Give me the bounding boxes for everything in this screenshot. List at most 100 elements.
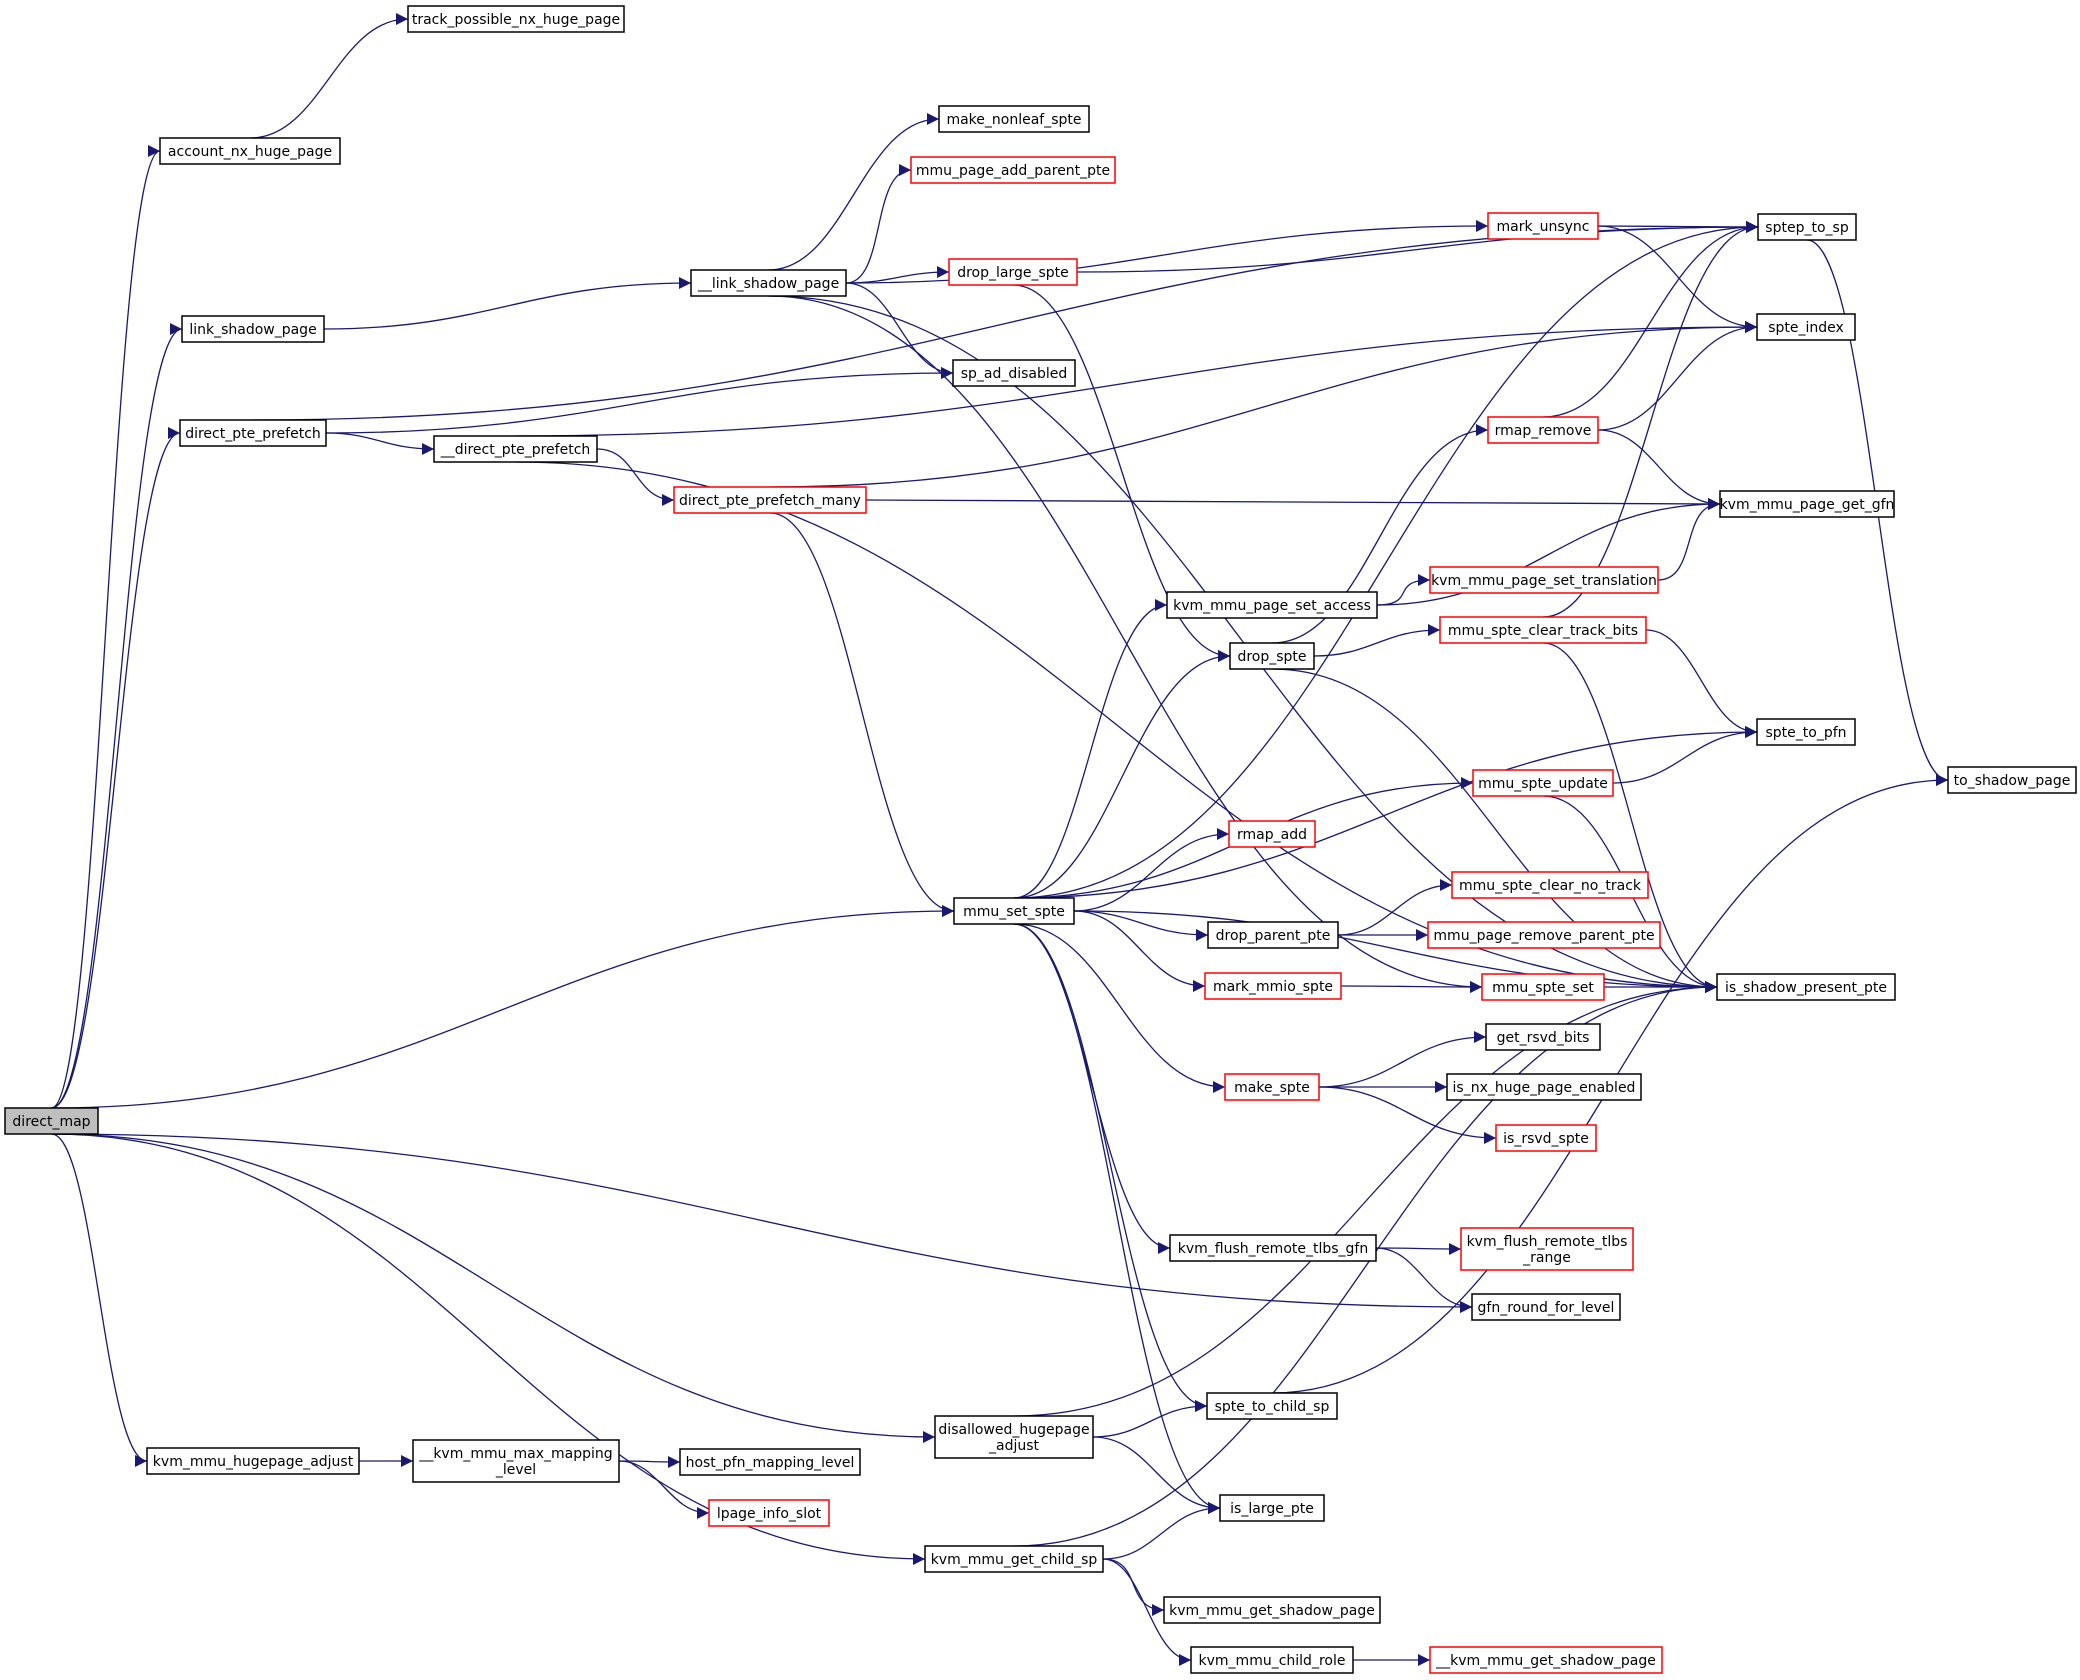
node-mmu-spte-clear-track-bits[interactable]: mmu_spte_clear_track_bits <box>1439 616 1647 644</box>
node-box <box>1757 213 1857 241</box>
node-mark-mmio-spte[interactable]: mark_mmio_spte <box>1204 972 1342 1000</box>
node-box <box>1495 1124 1597 1152</box>
node-direct-pte-prefetch-many[interactable]: direct_pte_prefetch_many <box>673 486 867 514</box>
node-label: _range <box>1522 1250 1571 1266</box>
edge-mmu-set-spte-to-is-shadow-present-pte <box>1073 910 1718 993</box>
node-sptep-to-sp[interactable]: sptep_to_sp <box>1757 213 1857 241</box>
node-drop-parent-pte[interactable]: drop_parent_pte <box>1207 921 1339 949</box>
node-host-pfn-mapping-level[interactable]: host_pfn_mapping_level <box>679 1448 861 1476</box>
node-sp-ad-disabled[interactable]: sp_ad_disabled <box>952 359 1076 387</box>
node-box <box>4 1107 99 1135</box>
node-box <box>1481 973 1605 1001</box>
edge-link-shadow-page-to-mmu-spte-set <box>768 295 1483 993</box>
node-label: track_possible_nx_huge_page <box>412 12 620 28</box>
edge-rmap-remove-to-spte-index <box>1597 321 1758 431</box>
node-box <box>146 1447 360 1475</box>
node-is-nx-huge-page-enabled[interactable]: is_nx_huge_page_enabled <box>1446 1073 1642 1101</box>
node-box <box>952 359 1076 387</box>
node-box <box>1487 416 1599 444</box>
node-label: kvm_flush_remote_tlbs_gfn <box>1178 1241 1369 1257</box>
node-kvm-mmu-max-mapping-level[interactable]: __kvm_mmu_max_mapping_level <box>412 1439 620 1483</box>
edge-mmu-spte-clear-track-bits-to-spte-to-pfn <box>1645 629 1758 738</box>
node-rmap-add[interactable]: rmap_add <box>1228 820 1316 848</box>
node-mmu-page-remove-parent-pte[interactable]: mmu_page_remove_parent_pte <box>1427 921 1661 949</box>
edge-kvm-mmu-get-child-sp-to-is-shadow-present-pte <box>1013 981 1718 1547</box>
node-box <box>1224 1073 1320 1101</box>
edge-link-shadow-page-to-drop-large-spte <box>845 266 950 284</box>
edge-direct-pte-prefetch-many-to-mmu-set-spte <box>769 512 955 917</box>
node-spte-to-child-sp[interactable]: spte_to_child_sp <box>1206 1392 1338 1420</box>
node-drop-spte[interactable]: drop_spte <box>1229 642 1315 670</box>
node-to-shadow-page[interactable]: to_shadow_page <box>1947 766 2077 794</box>
node-label: is_shadow_present_pte <box>1725 980 1887 996</box>
node-label: spte_to_child_sp <box>1215 1399 1330 1415</box>
node-spte-index[interactable]: spte_index <box>1756 313 1856 341</box>
node-label: direct_pte_prefetch_many <box>679 493 861 509</box>
node-direct-map[interactable]: direct_map <box>4 1107 99 1135</box>
node-account-nx-huge-page[interactable]: account_nx_huge_page <box>159 137 341 165</box>
node-kvm-mmu-get-shadow-page[interactable]: __kvm_mmu_get_shadow_page <box>1429 1646 1663 1674</box>
node-make-spte[interactable]: make_spte <box>1224 1073 1320 1101</box>
node-rmap-remove[interactable]: rmap_remove <box>1487 416 1599 444</box>
node-box <box>673 486 867 514</box>
node-kvm-mmu-hugepage-adjust[interactable]: kvm_mmu_hugepage_adjust <box>146 1447 360 1475</box>
node-box <box>1228 820 1316 848</box>
edge-kvm-flush-remote-tlbs-gfn-to-kvm-flush-remote-tlbs-range <box>1375 1242 1462 1255</box>
edge-drop-spte-to-rmap-remove <box>1271 424 1489 644</box>
node-label: kvm_mmu_get_child_sp <box>931 1552 1098 1568</box>
node-mmu-set-spte[interactable]: mmu_set_spte <box>953 897 1075 925</box>
node-box <box>407 5 625 33</box>
node-kvm-flush-remote-tlbs-gfn[interactable]: kvm_flush_remote_tlbs_gfn <box>1169 1234 1377 1262</box>
edge-disallowed-hugepage-adjust-to-is-large-pte <box>1092 1436 1221 1514</box>
node-kvm-flush-remote-tlbs-range[interactable]: kvm_flush_remote_tlbs_range <box>1460 1227 1634 1271</box>
node-track-possible-nx-huge-page[interactable]: track_possible_nx_huge_page <box>407 5 625 33</box>
node-is-shadow-present-pte[interactable]: is_shadow_present_pte <box>1716 973 1896 1001</box>
node-make-nonleaf-spte[interactable]: make_nonleaf_spte <box>938 105 1090 133</box>
node-link-shadow-page[interactable]: link_shadow_page <box>181 315 325 343</box>
node-direct-pte-prefetch[interactable]: direct_pte_prefetch <box>179 419 327 447</box>
edge-mark-unsync-to-spte-index <box>1597 225 1758 333</box>
node-label: drop_parent_pte <box>1216 928 1331 944</box>
node-spte-to-pfn[interactable]: spte_to_pfn <box>1756 718 1856 746</box>
node-label: get_rsvd_bits <box>1497 1030 1590 1046</box>
node-kvm-mmu-page-get-gfn[interactable]: kvm_mmu_page_get_gfn <box>1719 490 1895 518</box>
node-label: kvm_mmu_page_set_access <box>1173 598 1371 614</box>
edge-link-shadow-page-to-mark-unsync <box>845 220 1489 284</box>
node-label: kvm_mmu_hugepage_adjust <box>153 1454 354 1470</box>
edge-mark-mmio-spte-to-mmu-spte-set <box>1340 980 1483 993</box>
node-box <box>1204 972 1342 1000</box>
node-mmu-page-add-parent-pte[interactable]: mmu_page_add_parent_pte <box>910 156 1116 184</box>
node-disallowed-hugepage-adjust[interactable]: disallowed_hugepage_adjust <box>934 1415 1094 1459</box>
node-direct-pte-prefetch[interactable]: __direct_pte_prefetch <box>433 435 598 463</box>
node-gfn-round-for-level[interactable]: gfn_round_for_level <box>1471 1293 1621 1321</box>
edge-disallowed-hugepage-adjust-to-is-shadow-present-pte <box>1013 981 1718 1417</box>
node-lpage-info-slot[interactable]: lpage_info_slot <box>708 1499 830 1527</box>
node-label: mark_unsync <box>1497 219 1590 235</box>
node-is-rsvd-spte[interactable]: is_rsvd_spte <box>1495 1124 1597 1152</box>
node-kvm-mmu-page-set-translation[interactable]: kvm_mmu_page_set_translation <box>1429 566 1659 594</box>
node-box <box>1190 1646 1354 1674</box>
node-mmu-spte-set[interactable]: mmu_spte_set <box>1481 973 1605 1001</box>
node-kvm-mmu-get-shadow-page[interactable]: kvm_mmu_get_shadow_page <box>1163 1596 1381 1624</box>
node-label: kvm_mmu_get_shadow_page <box>1169 1603 1375 1619</box>
edge-direct-pte-prefetch-many-to-kvm-mmu-page-get-gfn <box>865 497 1721 510</box>
node-mmu-spte-update[interactable]: mmu_spte_update <box>1472 769 1614 797</box>
node-box <box>1429 566 1659 594</box>
node-drop-large-spte[interactable]: drop_large_spte <box>948 258 1078 286</box>
node-box <box>412 1439 620 1483</box>
node-get-rsvd-bits[interactable]: get_rsvd_bits <box>1485 1023 1601 1051</box>
edge-link-shadow-page-to-make-nonleaf-spte <box>768 113 940 271</box>
node-mark-unsync[interactable]: mark_unsync <box>1487 212 1599 240</box>
node-is-large-pte[interactable]: is_large_pte <box>1219 1494 1325 1522</box>
node-box <box>1485 1023 1601 1051</box>
edge-direct-pte-prefetch-to-sp-ad-disabled <box>325 367 954 434</box>
edge-disallowed-hugepage-adjust-to-spte-to-child-sp <box>1092 1400 1208 1438</box>
edge-rmap-remove-to-sptep-to-sp <box>1542 221 1759 418</box>
node-kvm-mmu-page-set-access[interactable]: kvm_mmu_page_set_access <box>1166 591 1378 619</box>
edge-mmu-spte-clear-track-bits-to-is-shadow-present-pte <box>1542 642 1718 993</box>
node-kvm-mmu-child-role[interactable]: kvm_mmu_child_role <box>1190 1646 1354 1674</box>
node-kvm-mmu-get-child-sp[interactable]: kvm_mmu_get_child_sp <box>924 1545 1104 1573</box>
node-mmu-spte-clear-no-track[interactable]: mmu_spte_clear_no_track <box>1451 871 1649 899</box>
node-link-shadow-page[interactable]: __link_shadow_page <box>690 269 847 297</box>
